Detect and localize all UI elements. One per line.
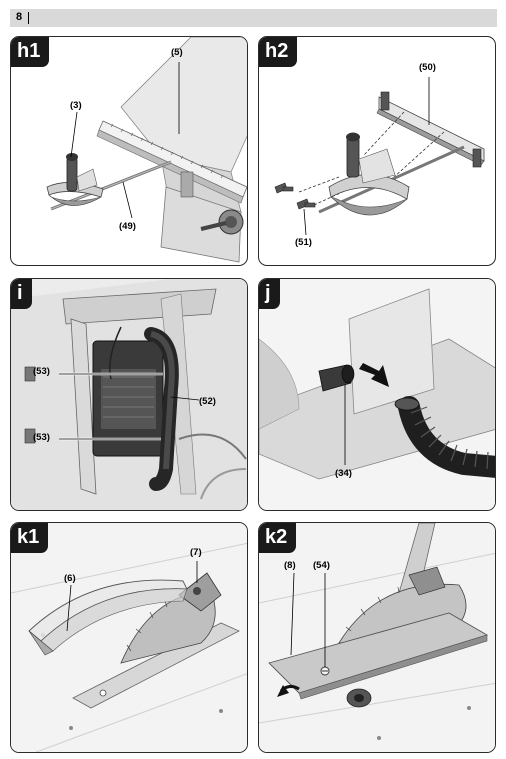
callout-50: (50): [419, 62, 436, 73]
illustration-miter-gauge-assembly: [274, 77, 485, 236]
illustration-dust-hose-routing: [11, 279, 247, 510]
page-header: 8: [10, 9, 497, 27]
illustration-miter-gauge-rip-fence: [46, 37, 247, 263]
illustration-table-insert-removal: [259, 523, 495, 752]
panel-label-h2: h2: [259, 37, 298, 67]
illustration-blade-guard-removal: [11, 523, 247, 752]
callout-51: (51): [295, 237, 312, 248]
panel-label-k2: k2: [259, 523, 297, 553]
callout-5: (5): [171, 47, 183, 58]
callout-53-lower: (53): [33, 432, 50, 443]
panel-label-i: i: [11, 279, 32, 309]
callout-54: (54): [313, 560, 330, 571]
page-number: 8: [16, 11, 23, 23]
callout-52: (52): [199, 396, 216, 407]
figure-panel-j: j (34): [258, 278, 496, 511]
callout-53-upper: (53): [33, 366, 50, 377]
callout-3: (3): [70, 100, 82, 111]
callout-34: (34): [335, 468, 352, 479]
callout-49: (49): [119, 221, 136, 232]
figure-panel-i: i (53) (52) (53): [10, 278, 248, 511]
callout-7: (7): [190, 547, 202, 558]
panel-label-h1: h1: [11, 37, 50, 67]
figure-panel-k2: k2 (8) (54): [258, 522, 496, 753]
illustration-vacuum-hose-connection: [259, 279, 495, 510]
panel-label-j: j: [259, 279, 280, 309]
figure-panel-h2: h2 (50) (51): [258, 36, 496, 266]
panel-label-k1: k1: [11, 523, 49, 553]
callout-8: (8): [284, 560, 296, 571]
figure-panel-h1: h1 (5) (3): [10, 36, 248, 266]
callout-6: (6): [64, 573, 76, 584]
page-number-divider: [28, 12, 29, 24]
figure-panel-k1: k1 (6) (7): [10, 522, 248, 753]
